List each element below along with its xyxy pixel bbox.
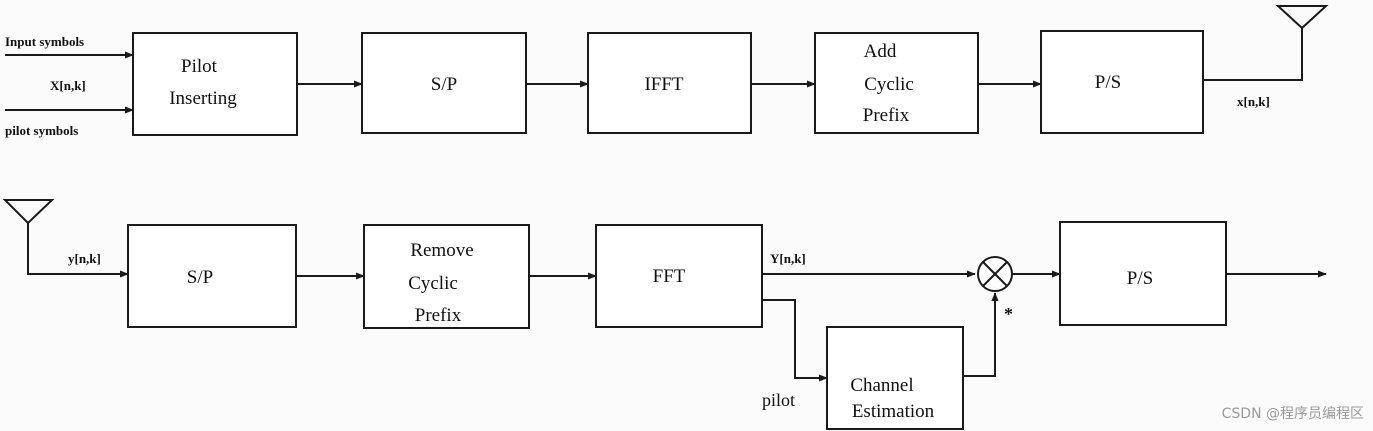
rx-ps-block xyxy=(1059,221,1227,326)
conjugate-mark: * xyxy=(1004,304,1013,324)
channel-estimate-wire xyxy=(963,292,999,377)
x-out-label: x[n,k] xyxy=(1237,94,1270,109)
tx-ps-block xyxy=(1040,30,1204,134)
pilot-inserting-line2: Inserting xyxy=(169,88,237,109)
rx-sp-label: S/P xyxy=(187,267,213,288)
pilot-symbols-label: pilot symbols xyxy=(5,123,78,138)
remove-cp-line3: Prefix xyxy=(415,305,462,326)
watermark-text: CSDN @程序员编程区 xyxy=(1222,406,1364,422)
add-cp-line3: Prefix xyxy=(863,105,910,126)
tx-antenna-icon xyxy=(1275,5,1329,30)
pilot-inserting-line1: Pilot xyxy=(181,56,218,77)
input-symbols-label: Input symbols xyxy=(5,34,84,49)
fft-block xyxy=(595,224,763,328)
rx-antenna-icon xyxy=(2,199,55,225)
tx-sp-label: S/P xyxy=(431,74,457,95)
pilot-label: pilot xyxy=(762,390,795,410)
add-cp-line1: Add xyxy=(864,41,897,62)
add-cyclic-prefix-block xyxy=(814,32,979,134)
rx-input-wire xyxy=(27,223,129,278)
multiplier-icon xyxy=(977,256,1013,292)
remove-cp-line1: Remove xyxy=(410,240,473,261)
fft-label: FFT xyxy=(653,266,686,287)
tx-output-wire xyxy=(1203,28,1303,81)
remove-cyclic-prefix-block xyxy=(363,224,530,329)
channel-estimation-block xyxy=(826,326,964,430)
ifft-label: IFFT xyxy=(644,74,683,95)
remove-cp-line2: Cyclic xyxy=(408,273,458,294)
tx-sp-block xyxy=(361,32,527,134)
tx-ps-label: P/S xyxy=(1095,72,1121,93)
y-nk-label: y[n,k] xyxy=(68,251,101,266)
add-cp-line2: Cyclic xyxy=(864,74,914,95)
x-nk-label: X[n,k] xyxy=(50,78,86,93)
channel-est-line2: Estimation xyxy=(852,401,935,422)
ifft-block xyxy=(587,32,752,134)
pilot-branch-wire xyxy=(762,299,828,382)
rx-sp-block xyxy=(127,224,297,328)
channel-est-line1: Channel xyxy=(850,375,913,396)
pilot-inserting-block xyxy=(132,32,298,136)
y-upper-label: Y[n,k] xyxy=(770,251,806,266)
rx-ps-label: P/S xyxy=(1127,268,1153,289)
